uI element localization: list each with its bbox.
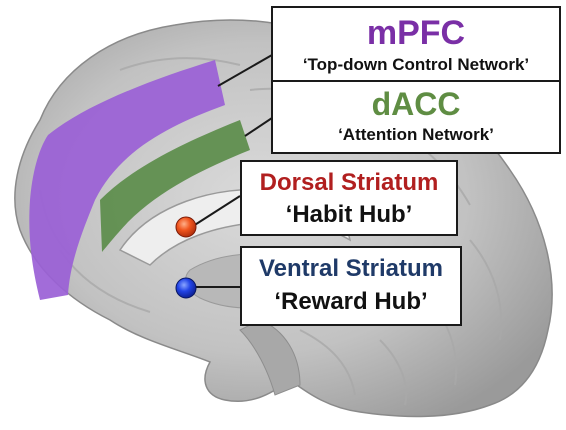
dacc-subtitle: ‘Attention Network’ (338, 125, 494, 144)
leader-line-dacc (244, 117, 273, 137)
ventral-striatum-subtitle: ‘Reward Hub’ (274, 288, 428, 315)
mpfc-region (29, 60, 225, 300)
dacc-label-box: dACC ‘Attention Network’ (271, 80, 561, 154)
dorsal-striatum-subtitle: ‘Habit Hub’ (285, 201, 413, 228)
mpfc-label-box: mPFC ‘Top-down Control Network’ (271, 6, 561, 82)
ventral-striatum-marker (175, 277, 197, 299)
mpfc-title: mPFC (366, 14, 466, 52)
ventral-striatum-title: Ventral Striatum (258, 255, 444, 282)
brainstem (239, 319, 301, 396)
ventral-striatum-label-box: Ventral Striatum ‘Reward Hub’ (240, 246, 462, 326)
dorsal-striatum-marker (175, 216, 197, 238)
dorsal-striatum-label-box: Dorsal Striatum ‘Habit Hub’ (240, 160, 458, 236)
dorsal-striatum-title: Dorsal Striatum (259, 169, 439, 196)
leader-lines (188, 54, 273, 288)
mpfc-subtitle: ‘Top-down Control Network’ (302, 55, 530, 74)
dacc-region (100, 120, 250, 252)
leader-line-mpfc (217, 54, 273, 87)
leader-line-dorsal (189, 195, 241, 229)
dacc-title: dACC (371, 86, 461, 122)
